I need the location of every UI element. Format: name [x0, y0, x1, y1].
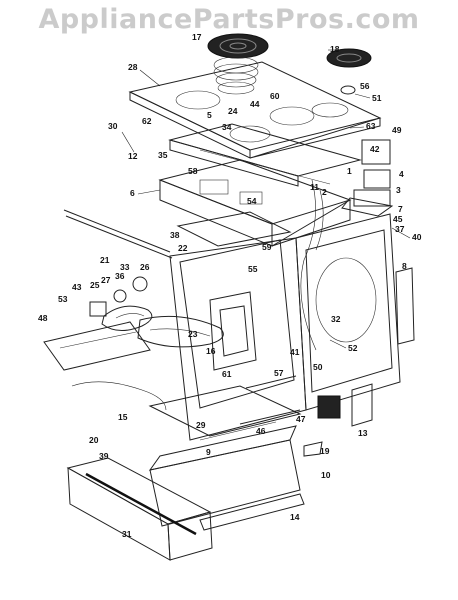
label-5: 5 [207, 110, 212, 120]
label-37: 37 [395, 224, 405, 234]
label-38: 38 [170, 230, 180, 240]
cooktop-surface [128, 61, 382, 159]
label-25: 25 [90, 280, 100, 290]
label-34: 34 [222, 122, 232, 132]
label-2: 2 [322, 187, 327, 197]
label-58: 58 [188, 166, 198, 176]
drip-bowl-stack [213, 56, 259, 95]
label-40: 40 [412, 232, 422, 242]
label-57: 57 [274, 368, 284, 378]
bake-element [89, 276, 153, 331]
label-13: 13 [358, 428, 368, 438]
wiring-harness [300, 179, 324, 351]
label-8: 8 [402, 261, 407, 271]
label-63: 63 [366, 121, 376, 131]
label-4: 4 [399, 169, 404, 179]
label-59: 59 [262, 242, 272, 252]
label-44: 44 [250, 99, 260, 109]
label-60: 60 [270, 91, 280, 101]
label-20: 20 [89, 435, 99, 445]
label-1: 1 [347, 166, 352, 176]
part-labels: 17 18 28 56 51 60 24 44 30 62 5 34 63 49… [38, 32, 422, 539]
label-16: 16 [206, 346, 216, 356]
label-39: 39 [99, 451, 109, 461]
label-56: 56 [360, 81, 370, 91]
power-cord [71, 381, 167, 411]
storage-drawer [148, 421, 305, 531]
label-33: 33 [120, 262, 130, 272]
label-24: 24 [228, 106, 238, 116]
oven-vent-panel [176, 211, 292, 247]
side-trim-rail-edge [65, 215, 173, 259]
label-43: 43 [72, 282, 82, 292]
label-29: 29 [196, 420, 206, 430]
terminal-block [340, 85, 356, 95]
drawer-rail-upper [245, 375, 297, 389]
door-latch-motor [303, 383, 373, 457]
label-51: 51 [372, 93, 382, 103]
range-cabinet [169, 213, 415, 441]
label-52: 52 [348, 343, 358, 353]
side-trim-rail [63, 209, 171, 253]
label-21: 21 [100, 255, 110, 265]
control-board-assembly [341, 139, 394, 217]
label-42: 42 [370, 144, 380, 154]
label-47: 47 [296, 414, 306, 424]
label-19: 19 [320, 446, 330, 456]
label-18: 18 [330, 44, 340, 54]
label-6: 6 [130, 188, 135, 198]
label-14: 14 [290, 512, 300, 522]
label-31: 31 [122, 529, 132, 539]
oven-top-panel [158, 159, 352, 247]
oven-liner [179, 239, 295, 409]
label-45: 45 [393, 214, 403, 224]
label-12: 12 [128, 151, 138, 161]
label-35: 35 [158, 150, 168, 160]
label-26: 26 [140, 262, 150, 272]
broiler-pan [43, 321, 151, 371]
label-28: 28 [128, 62, 138, 72]
label-22: 22 [178, 243, 188, 253]
drawer-front-panel [66, 457, 213, 561]
label-10: 10 [321, 470, 331, 480]
control-panel-frame [168, 123, 362, 187]
label-15: 15 [118, 412, 128, 422]
label-7: 7 [398, 204, 403, 214]
label-9: 9 [206, 447, 211, 457]
label-23: 23 [188, 329, 198, 339]
label-30: 30 [108, 121, 118, 131]
label-61: 61 [222, 369, 232, 379]
broil-element [137, 315, 224, 348]
surface-element-large [207, 33, 269, 59]
label-46: 46 [256, 426, 266, 436]
label-17: 17 [192, 32, 202, 42]
drawer-rail-lower [239, 409, 301, 425]
drawer-liner [148, 385, 302, 437]
label-48: 48 [38, 313, 48, 323]
label-50: 50 [313, 362, 323, 372]
label-49: 49 [392, 125, 402, 135]
label-55: 55 [248, 264, 258, 274]
surface-element-small [326, 48, 372, 68]
label-3: 3 [396, 185, 401, 195]
label-11: 11 [310, 182, 319, 192]
label-36: 36 [115, 271, 125, 281]
label-32: 32 [331, 314, 341, 324]
label-62: 62 [142, 116, 152, 126]
label-53: 53 [58, 294, 68, 304]
label-41: 41 [290, 347, 300, 357]
label-54: 54 [247, 196, 257, 206]
label-27: 27 [101, 275, 111, 285]
